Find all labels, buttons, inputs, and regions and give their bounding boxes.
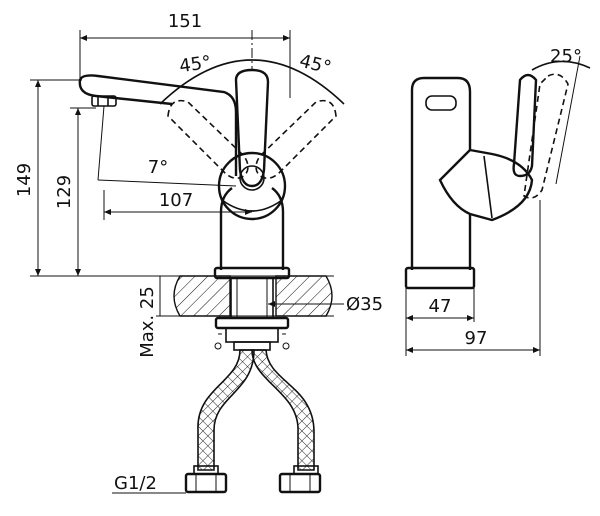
dimension-151: 151 (79, 11, 291, 98)
dimension-97: 97 (406, 200, 541, 356)
mounting-assembly (214, 277, 290, 351)
deck-section (172, 275, 334, 317)
dimension-tilt: 7° (97, 105, 237, 187)
label-overall-length: 151 (168, 11, 202, 32)
dimension-149: 149 (14, 79, 172, 277)
dimension-107: 107 (103, 190, 252, 220)
label-total-height: 149 (14, 163, 35, 197)
side-view: 25° 47 97 (404, 46, 591, 356)
dimension-deck-thickness: Max. 25 (137, 275, 172, 358)
label-thread: G1/2 (114, 473, 157, 494)
front-view: 151 45° 45° 149 129 7° 107 (14, 11, 383, 494)
dimension-47: 47 (405, 288, 475, 356)
label-deck-thickness: Max. 25 (137, 286, 158, 358)
label-spout-height: 129 (54, 175, 75, 209)
label-angle-right: 45° (297, 51, 333, 79)
flexible-hoses (184, 349, 322, 494)
faucet-body (78, 59, 345, 280)
label-overall-depth: 97 (465, 328, 488, 349)
dimension-129: 129 (54, 107, 96, 276)
label-hole-diameter: Ø35 (346, 294, 383, 315)
label-side-angle: 25° (550, 46, 582, 67)
label-body-depth: 47 (429, 296, 452, 317)
label-spout-tilt: 7° (148, 157, 168, 178)
dimension-hole-diameter: Ø35 (268, 294, 383, 315)
label-spout-reach: 107 (159, 190, 193, 211)
label-angle-left: 45° (178, 52, 213, 77)
dimension-thread: G1/2 (112, 473, 186, 494)
